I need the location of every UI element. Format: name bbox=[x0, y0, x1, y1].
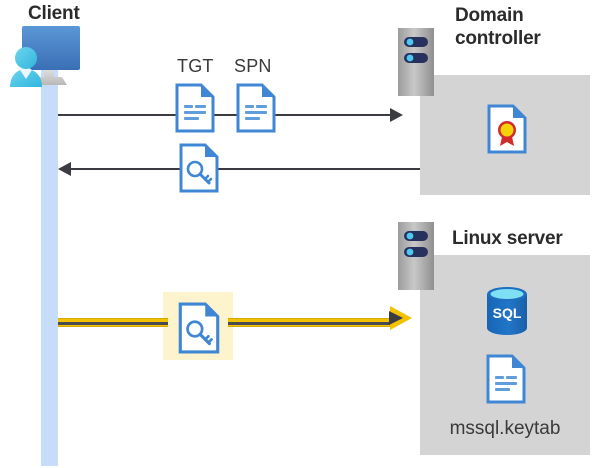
tgt-document-icon bbox=[175, 83, 215, 133]
request-arrow-line bbox=[58, 114, 393, 116]
highlight-arrow-line-left bbox=[58, 318, 168, 327]
response-arrow-line bbox=[70, 168, 420, 170]
certificate-document-icon bbox=[487, 104, 527, 154]
spn-label: SPN bbox=[234, 56, 272, 76]
server-rack-icon bbox=[398, 222, 434, 290]
key-document-icon bbox=[179, 143, 219, 193]
linux-server-title: Linux server bbox=[452, 228, 563, 249]
tgt-label: TGT bbox=[177, 56, 214, 76]
keytab-filename-label: mssql.keytab bbox=[449, 418, 561, 439]
highlight-arrow-line-right bbox=[228, 318, 393, 327]
response-arrow-head bbox=[58, 162, 71, 176]
spn-document-icon bbox=[236, 83, 276, 133]
client-title: Client bbox=[28, 3, 80, 24]
key-document-icon bbox=[178, 302, 220, 354]
domain-controller-title: Domain controller bbox=[455, 5, 541, 49]
keytab-document-icon bbox=[486, 354, 526, 404]
request-arrow-head bbox=[390, 108, 403, 122]
server-rack-icon bbox=[398, 28, 434, 96]
client-workstation-icon bbox=[4, 24, 96, 94]
highlight-arrow-head-inner bbox=[389, 311, 403, 325]
sql-database-icon: SQL bbox=[484, 286, 530, 336]
sql-label: SQL bbox=[493, 305, 522, 321]
client-lifeline bbox=[41, 70, 58, 466]
